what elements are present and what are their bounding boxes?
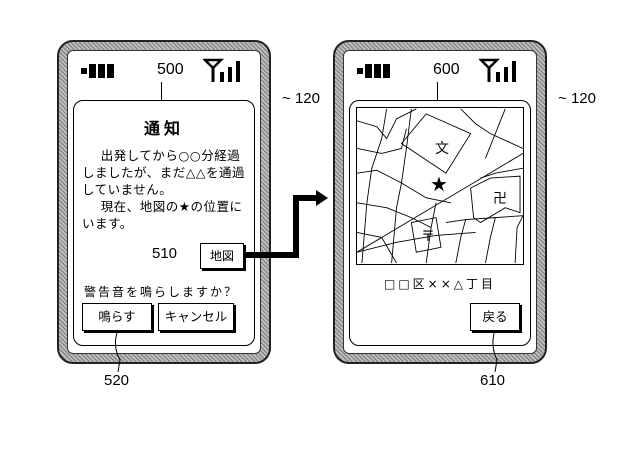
map-button[interactable]: 地図 <box>200 243 244 269</box>
back-button[interactable]: 戻る <box>470 303 520 331</box>
map-button-ref-number: 510 <box>152 245 178 262</box>
antenna-signal-icon <box>203 58 240 82</box>
status-bar: 500 <box>73 58 255 86</box>
message-paragraph: 現在、地図の★の位置にいます。 <box>82 199 243 231</box>
ring-alarm-button[interactable]: 鳴らす <box>82 303 152 331</box>
antenna-signal-icon <box>479 58 516 82</box>
notification-dialog: 通知 出発してから○○分経過しましたが、まだ△△を通過していません。 現在、地図… <box>73 100 255 346</box>
device-ref-label: ~ 120 <box>282 90 320 107</box>
battery-icon <box>81 64 117 78</box>
message-paragraph: 出発してから○○分経過しましたが、まだ△△を通過していません。 <box>82 148 245 197</box>
transition-arrow-head-icon <box>316 190 328 206</box>
current-location-star-icon: ★ <box>430 172 448 196</box>
screen-ref-number: 500 <box>157 61 184 78</box>
ref-leader-line <box>161 82 162 102</box>
cancel-button[interactable]: キャンセル <box>158 303 234 331</box>
street-map <box>357 108 523 264</box>
address-text: □□区××△丁目 <box>383 277 496 291</box>
buttons-ref-number: 520 <box>104 372 130 389</box>
dialog-title: 通知 <box>143 119 184 138</box>
phone-device-left: 500 通知 出発してから○○分経過しましたが、まだ△△を通過していません。 現… <box>57 40 271 364</box>
ref-leader-line <box>437 82 438 102</box>
map-view[interactable]: 文 卍 〒 ★ <box>356 107 524 265</box>
school-symbol: 文 <box>435 141 449 157</box>
map-screen: 文 卍 〒 ★ □□区××△丁目 戻る <box>349 100 531 346</box>
back-button-ref-number: 610 <box>480 372 506 389</box>
phone-device-right: 600 <box>333 40 547 364</box>
dialog-message: 出発してから○○分経過しましたが、まだ△△を通過していません。 現在、地図の★の… <box>82 147 246 232</box>
battery-icon <box>357 64 393 78</box>
temple-symbol: 卍 <box>493 191 507 207</box>
post-office-symbol: 〒 <box>421 229 435 245</box>
alarm-question: 警告音を鳴らしますか？ <box>84 285 239 299</box>
screen-ref-number: 600 <box>433 61 460 78</box>
device-ref-label: ~ 120 <box>558 90 596 107</box>
status-bar: 600 <box>349 58 531 86</box>
